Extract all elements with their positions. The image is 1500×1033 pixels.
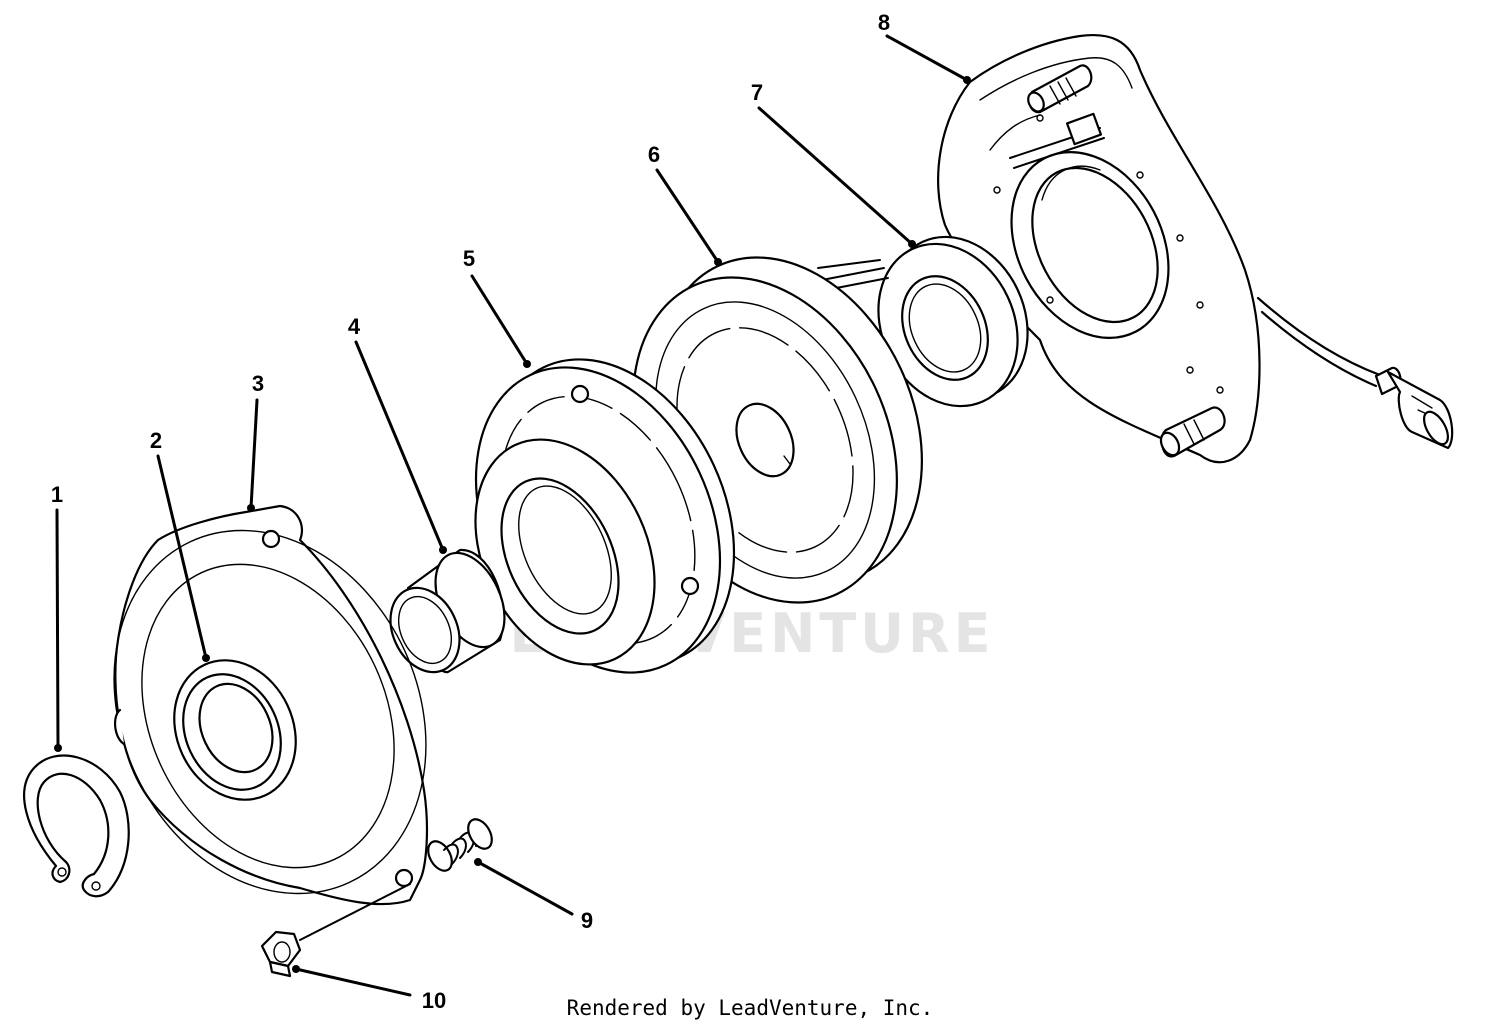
part-2-bearing	[173, 659, 297, 801]
callout-10: 10	[292, 965, 446, 1013]
part-5-armature-plate	[474, 358, 736, 674]
part-4-bushing	[389, 548, 506, 674]
callout-label-3: 3	[252, 371, 264, 396]
callout-3: 3	[247, 371, 264, 512]
footer-credit: Rendered by LeadVenture, Inc.	[566, 996, 934, 1020]
part-9-spring	[427, 818, 493, 872]
callout-label-6: 6	[648, 142, 660, 167]
callout-1: 1	[51, 482, 63, 752]
callout-7: 7	[751, 80, 916, 248]
part-8-mounting-bracket	[937, 34, 1454, 464]
part-7-bearing	[877, 235, 1029, 408]
part-1-retaining-ring	[23, 754, 130, 898]
callout-label-4: 4	[348, 314, 361, 339]
callout-label-5: 5	[463, 246, 475, 271]
part-10-hex-nut	[260, 883, 411, 978]
callout-2: 2	[150, 428, 210, 662]
callout-label-10: 10	[422, 988, 446, 1013]
callout-8: 8	[878, 10, 971, 84]
callout-5: 5	[463, 246, 531, 368]
callout-6: 6	[648, 142, 722, 266]
callout-label-7: 7	[751, 80, 763, 105]
callout-label-2: 2	[150, 428, 162, 453]
callout-9: 9	[474, 858, 593, 933]
callout-label-9: 9	[581, 908, 593, 933]
callout-label-1: 1	[51, 482, 63, 507]
callout-4: 4	[348, 314, 447, 554]
callout-label-8: 8	[878, 10, 890, 35]
